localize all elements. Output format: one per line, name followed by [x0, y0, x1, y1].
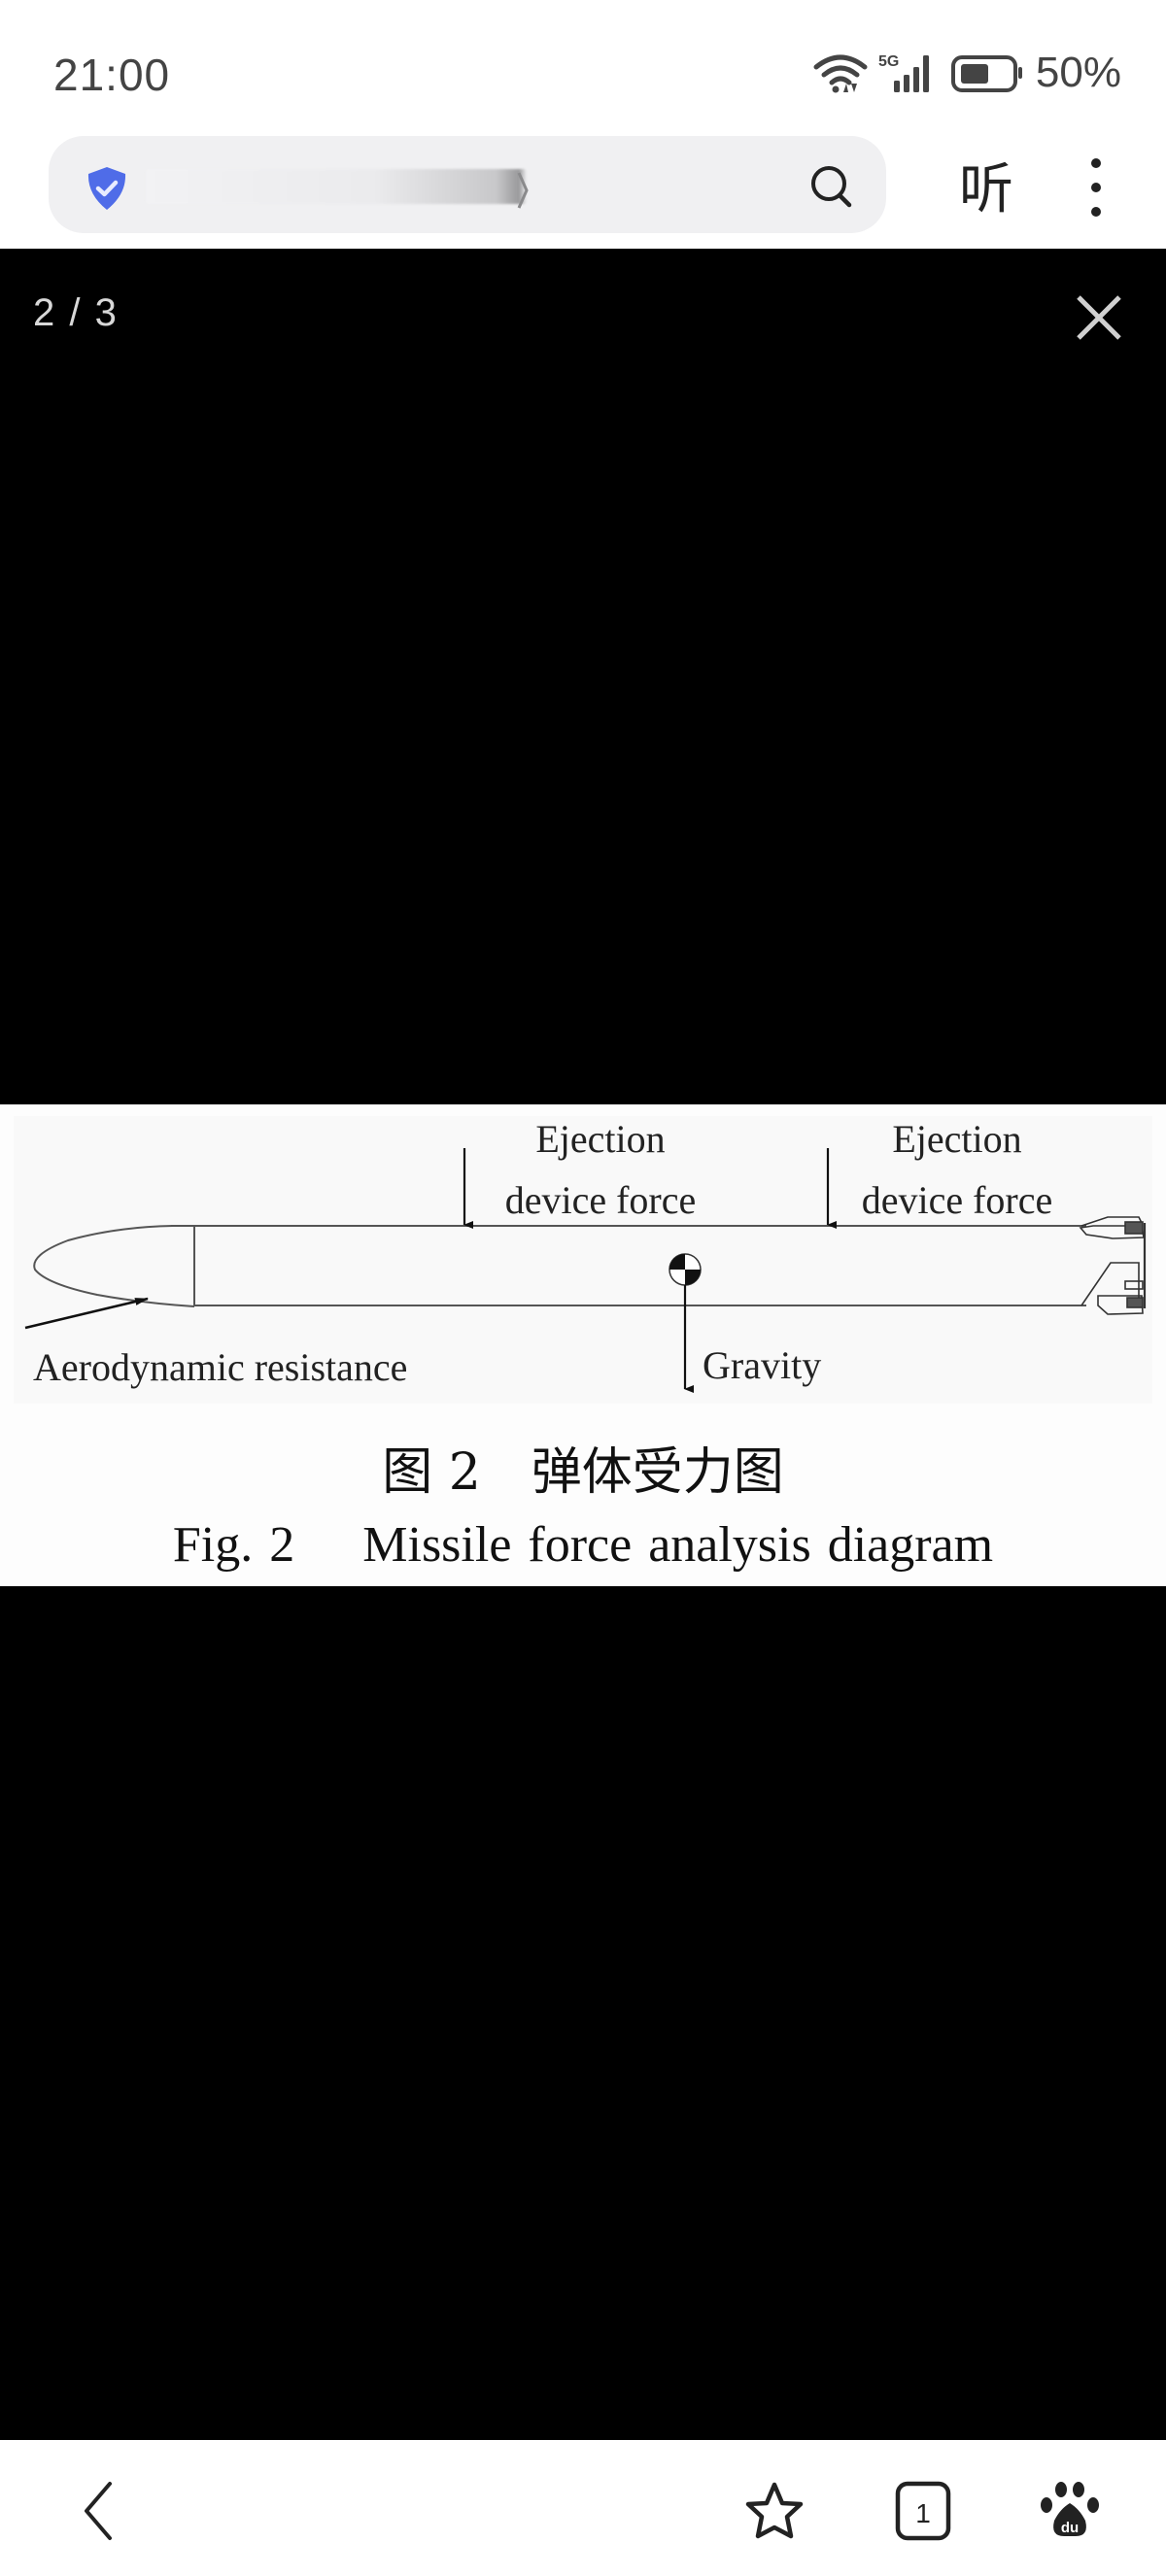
- label-aero-resistance: Aerodynamic resistance: [33, 1345, 407, 1389]
- shield-check-icon[interactable]: [86, 165, 128, 212]
- close-icon[interactable]: [1069, 288, 1129, 348]
- back-chevron-icon: [85, 2482, 112, 2540]
- figure-panel: [14, 1116, 1152, 1404]
- tabs-count-icon: 1: [895, 2481, 951, 2541]
- svg-text:5G: 5G: [878, 53, 899, 70]
- baidu-button[interactable]: du: [1036, 2477, 1104, 2545]
- label-ejection-1-line1: Ejection: [535, 1117, 665, 1161]
- status-time: 21:00: [53, 50, 171, 100]
- svg-text:1: 1: [915, 2498, 931, 2528]
- url-bar[interactable]: [49, 136, 886, 233]
- back-button[interactable]: [64, 2477, 132, 2545]
- more-vertical-icon[interactable]: [1079, 153, 1114, 221]
- label-ejection-2-line1: Ejection: [892, 1117, 1021, 1161]
- search-icon[interactable]: [806, 161, 857, 212]
- baidu-paw-icon: du: [1041, 2482, 1099, 2536]
- caption-title: Missile force analysis diagram: [362, 1517, 994, 1573]
- status-bar: 21:00 5G 50%: [0, 0, 1166, 126]
- bottom-nav: 1 du: [0, 2440, 1166, 2576]
- signal-5g-icon: 5G: [878, 53, 929, 92]
- image-viewer[interactable]: 2 / 3: [0, 249, 1166, 2440]
- missile-force-diagram: Ejection device force Ejection device fo…: [24, 1117, 1147, 1393]
- svg-text:du: du: [1061, 2520, 1079, 2536]
- label-gravity: Gravity: [703, 1343, 821, 1387]
- missile-body: [33, 1225, 1086, 1307]
- figure-image[interactable]: Ejection device force Ejection device fo…: [0, 1104, 1166, 1586]
- star-icon: [745, 2482, 804, 2539]
- image-counter: 2 / 3: [33, 291, 119, 334]
- label-ejection-1-line2: device force: [505, 1178, 697, 1222]
- listen-button[interactable]: 听: [959, 157, 1013, 221]
- label-ejection-2-line2: device force: [862, 1178, 1053, 1222]
- tabs-button[interactable]: 1: [889, 2477, 957, 2545]
- caption-chinese: 图 2 弹体受力图: [382, 1443, 784, 1502]
- status-icons: 5G 50%: [812, 49, 1121, 97]
- bookmark-button[interactable]: [740, 2477, 808, 2545]
- caption-fig-number: Fig. 2: [172, 1517, 295, 1573]
- center-of-gravity-icon: [669, 1253, 702, 1286]
- battery-percent: 50%: [1035, 49, 1121, 96]
- missile-tail-fins: [1079, 1216, 1147, 1315]
- wifi-icon: [813, 54, 868, 93]
- url-blur-edge: [517, 172, 529, 209]
- url-text-blurred[interactable]: [146, 169, 527, 204]
- aero-resistance-arrow: [24, 1297, 149, 1330]
- caption-english: Fig. 2 Missile force analysis diagram: [0, 1516, 1166, 1574]
- battery-icon: [950, 55, 1022, 92]
